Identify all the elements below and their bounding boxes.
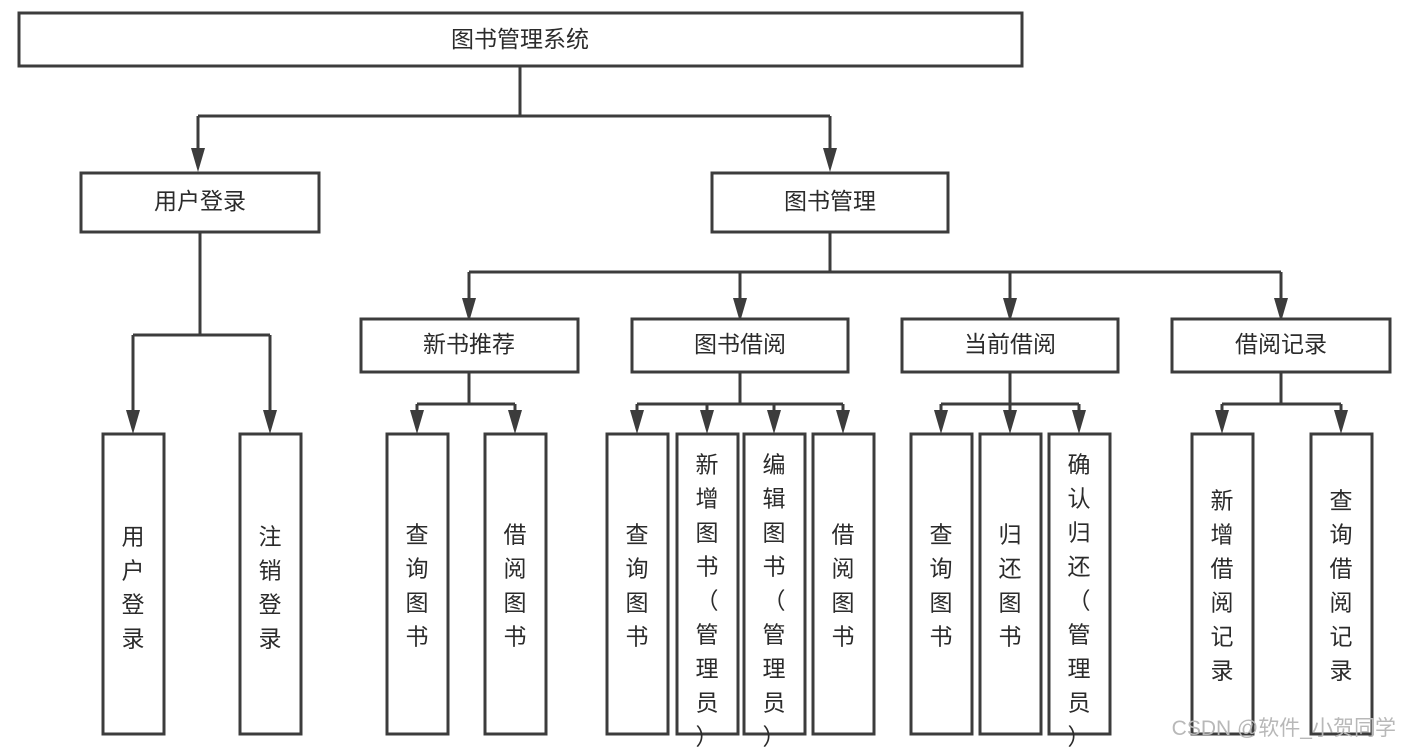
leaf-user-login-2-box[interactable]: [238, 432, 303, 736]
node-root[interactable]: 图书管理系统: [17, 11, 1024, 68]
node-current-label: 当前借阅: [964, 331, 1056, 357]
leaf-borrow-1-label: 查询图书: [626, 522, 649, 650]
node-records-label: 借阅记录: [1235, 331, 1327, 357]
connector-layer: [126, 66, 1348, 434]
node-current-box[interactable]: [900, 317, 1120, 374]
leaf-records-1[interactable]: 新增借阅记录: [1190, 432, 1255, 736]
csdn-watermark: CSDN @软件_小贺同学: [1172, 717, 1396, 740]
leaf-borrow-1-box[interactable]: [605, 432, 670, 736]
leaf-user-login-1[interactable]: 用户登录: [101, 432, 166, 736]
leaf-current-2-label: 归还图书: [999, 522, 1022, 650]
node-user-login-label: 用户登录: [154, 188, 246, 214]
arrow-head-borrow-leaf-4: [836, 410, 850, 434]
node-book-manage[interactable]: 图书管理: [710, 171, 950, 234]
arrow-head-current-leaf-3: [1072, 410, 1086, 434]
arrow-head-to-current: [1003, 298, 1017, 322]
leaf-borrow-4-label: 借阅图书: [832, 522, 855, 650]
node-new-book[interactable]: 新书推荐: [359, 317, 580, 374]
arrow-head-borrow-leaf-3: [767, 410, 781, 434]
node-book-manage-label: 图书管理: [784, 188, 876, 214]
leaf-borrow-3[interactable]: 编辑图书（管理员）: [742, 432, 807, 747]
arrow-head-to-borrow: [733, 298, 747, 322]
node-records[interactable]: 借阅记录: [1170, 317, 1392, 374]
leaf-new-book-2-box[interactable]: [483, 432, 548, 736]
leaf-borrow-2[interactable]: 新增图书（管理员）: [675, 432, 740, 747]
leaf-current-2[interactable]: 归还图书: [978, 432, 1043, 736]
leaf-new-book-1-box[interactable]: [385, 432, 450, 736]
leaf-records-1-box[interactable]: [1190, 432, 1255, 736]
leaf-current-2-box[interactable]: [978, 432, 1043, 736]
arrow-head-user-login-leaf-1: [126, 410, 140, 434]
leaf-records-1-label: 新增借阅记录: [1211, 488, 1234, 684]
leaf-user-login-1-box[interactable]: [101, 432, 166, 736]
leaf-current-1[interactable]: 查询图书: [909, 432, 974, 736]
arrow-head-new-book-leaf-1: [410, 410, 424, 434]
arrow-head-user-login-leaf-2: [263, 410, 277, 434]
leaf-borrow-3-box[interactable]: [742, 432, 807, 736]
leaf-user-login-1-label: 用户登录: [122, 524, 145, 652]
connector-book-manage-bus: [467, 270, 1283, 300]
arrow-head-records-leaf-2: [1334, 410, 1348, 434]
node-current[interactable]: 当前借阅: [900, 317, 1120, 374]
leaf-borrow-2-box[interactable]: [675, 432, 740, 736]
node-borrow-box[interactable]: [630, 317, 850, 374]
connector-records-bus: [1220, 402, 1343, 412]
node-borrow[interactable]: 图书借阅: [630, 317, 850, 374]
leaf-records-2-box[interactable]: [1309, 432, 1374, 736]
connector-current-bus: [939, 402, 1081, 412]
leaf-records-2-label: 查询借阅记录: [1330, 488, 1353, 684]
connector-new-book-bus: [415, 402, 517, 412]
arrow-head-records-leaf-1: [1215, 410, 1229, 434]
arrow-head-current-leaf-1: [934, 410, 948, 434]
leaf-new-book-2-label: 借阅图书: [504, 522, 527, 650]
connector-user-login-bus: [131, 333, 272, 412]
node-records-box[interactable]: [1170, 317, 1392, 374]
leaf-borrow-2-label: 新增图书（管理员）: [696, 452, 719, 747]
leaf-new-book-1-label: 查询图书: [406, 522, 429, 650]
node-book-manage-box[interactable]: [710, 171, 950, 234]
arrow-head-to-new-book: [462, 298, 476, 322]
node-root-box[interactable]: [17, 11, 1024, 68]
arrow-head-new-book-leaf-2: [508, 410, 522, 434]
leaf-new-book-2[interactable]: 借阅图书: [483, 432, 548, 736]
leaf-borrow-1[interactable]: 查询图书: [605, 432, 670, 736]
leaf-current-3-box[interactable]: [1047, 432, 1112, 736]
node-new-book-label: 新书推荐: [423, 331, 515, 357]
leaf-current-3[interactable]: 确认归还（管理员）: [1047, 432, 1112, 747]
node-new-book-box[interactable]: [359, 317, 580, 374]
arrow-head-current-leaf-2: [1003, 410, 1017, 434]
arrow-head-borrow-leaf-1: [630, 410, 644, 434]
arrow-head-to-user-login: [191, 148, 205, 172]
leaf-borrow-3-label: 编辑图书（管理员）: [763, 452, 786, 747]
node-root-label: 图书管理系统: [451, 26, 589, 52]
connector-borrow-bus: [635, 402, 845, 412]
node-user-login[interactable]: 用户登录: [79, 171, 321, 234]
leaf-user-login-2-label: 注销登录: [259, 524, 282, 652]
connector-root-bus: [196, 114, 832, 150]
leaf-new-book-1[interactable]: 查询图书: [385, 432, 450, 736]
arrow-head-to-records: [1274, 298, 1288, 322]
leaf-current-1-box[interactable]: [909, 432, 974, 736]
arrow-head-borrow-leaf-2: [700, 410, 714, 434]
leaf-records-2[interactable]: 查询借阅记录: [1309, 432, 1374, 736]
leaf-current-1-label: 查询图书: [930, 522, 953, 650]
leaf-current-3-label: 确认归还（管理员）: [1068, 452, 1091, 747]
arrow-head-to-book-manage: [823, 148, 837, 172]
leaf-user-login-2[interactable]: 注销登录: [238, 432, 303, 736]
node-borrow-label: 图书借阅: [694, 331, 786, 357]
leaf-borrow-4-box[interactable]: [811, 432, 876, 736]
node-user-login-box[interactable]: [79, 171, 321, 234]
leaf-borrow-4[interactable]: 借阅图书: [811, 432, 876, 736]
